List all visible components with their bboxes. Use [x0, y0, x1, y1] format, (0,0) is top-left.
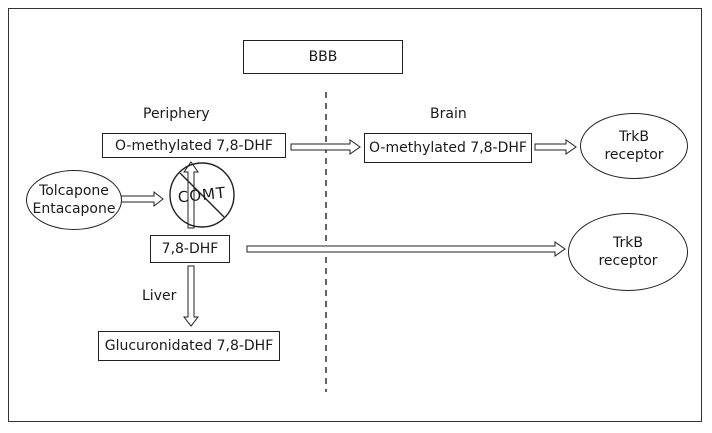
- diagram-frame: [8, 8, 702, 422]
- periphery-methylated-box: O-methylated 7,8-DHF: [102, 133, 286, 158]
- liver-label: Liver: [142, 288, 177, 304]
- glucuronidated-label: Glucuronidated 7,8-DHF: [104, 338, 274, 354]
- inhibitor-tolcapone: Tolcapone: [39, 183, 109, 199]
- arrow-dhf-to-glucuronidated: [182, 265, 200, 327]
- inhibitor-entacapone: Entacapone: [32, 201, 116, 217]
- comt-slash: [179, 172, 225, 218]
- receptor-top-line2: receptor: [604, 147, 664, 163]
- bbb-label: BBB: [308, 49, 338, 65]
- receptor-bottom-oval: TrkB receptor: [568, 213, 688, 291]
- arrow-methylated-to-brain: [290, 139, 361, 155]
- brain-label: Brain: [430, 106, 467, 122]
- glucuronidated-box: Glucuronidated 7,8-DHF: [98, 331, 280, 361]
- arrow-inhibitors-to-comt: [120, 190, 164, 208]
- dhf-label: 7,8-DHF: [161, 241, 219, 257]
- periphery-label: Periphery: [143, 106, 210, 122]
- arrow-methylated-to-receptor: [534, 139, 577, 155]
- bbb-label-box: BBB: [243, 40, 403, 74]
- receptor-top-line1: TrkB: [619, 129, 649, 145]
- brain-methylated-box: O-methylated 7,8-DHF: [364, 133, 532, 163]
- brain-methylated-label: O-methylated 7,8-DHF: [369, 140, 527, 156]
- receptor-bottom-line2: receptor: [598, 253, 658, 269]
- receptor-bottom-line1: TrkB: [613, 235, 643, 251]
- periphery-methylated-label: O-methylated 7,8-DHF: [115, 137, 273, 154]
- comt-circle: [169, 162, 235, 228]
- dhf-box: 7,8-DHF: [150, 235, 230, 263]
- inhibitors-oval: Tolcapone Entacapone: [26, 170, 122, 230]
- arrow-dhf-to-comt: [183, 161, 199, 229]
- receptor-top-oval: TrkB receptor: [580, 113, 688, 179]
- arrow-dhf-to-receptor: [246, 241, 566, 257]
